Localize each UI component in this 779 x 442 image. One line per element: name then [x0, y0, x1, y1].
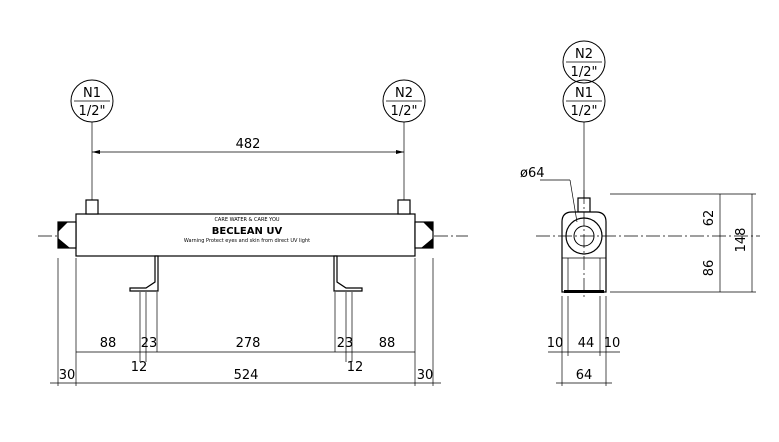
left-bracket: [129, 255, 159, 292]
dim-right-bracket: 23: [337, 336, 354, 351]
side-balloon-n2: N2 1/2": [562, 40, 606, 84]
dim-middle: 278: [236, 336, 261, 351]
side-balloon-n1-size: 1/2": [571, 104, 598, 119]
dim-right-cap: 30: [417, 368, 434, 383]
dim-left-bracket: 23: [141, 336, 158, 351]
side-balloon-n2-size: 1/2": [571, 65, 598, 80]
dim-height: 148: [734, 228, 749, 253]
balloon-n2-name: N2: [395, 86, 413, 101]
side-view: N2 1/2" N1 1/2" ø64 62 86 148: [520, 40, 760, 386]
nozzle-n1: [85, 199, 99, 215]
dim-upper: 62: [702, 210, 717, 227]
right-bracket: [333, 255, 363, 292]
balloon-n1-size: 1/2": [79, 104, 106, 119]
dim-left-cap: 30: [59, 368, 76, 383]
left-cap-hatch: [58, 222, 70, 248]
dim-nozzle-spacing: 482: [236, 137, 261, 152]
balloon-n2-size: 1/2": [391, 104, 418, 119]
dim-left-end: 88: [100, 336, 117, 351]
nozzle-n2: [397, 199, 411, 215]
dim-lower: 86: [702, 260, 717, 277]
dim-right-end: 88: [379, 336, 396, 351]
label-warning: Warning Protect eyes and skin from direc…: [184, 238, 310, 244]
balloon-n2: N2 1/2": [382, 79, 426, 123]
side-balloon-n1: N1 1/2": [562, 79, 606, 123]
dim-total: 524: [234, 368, 259, 383]
front-view: N1 1/2" N2 1/2" CARE WATER & CARE YOU BE…: [38, 79, 468, 386]
label-tagline: CARE WATER & CARE YOU: [214, 217, 279, 223]
side-balloon-n1-name: N1: [575, 86, 593, 101]
balloon-n1: N1 1/2": [70, 79, 114, 123]
dim-right-foot: 12: [347, 360, 364, 375]
dim-side-center: 44: [578, 336, 595, 351]
right-cap-hatch: [421, 222, 433, 248]
balloon-n1-name: N1: [83, 86, 101, 101]
label-brand: BECLEAN UV: [212, 226, 283, 237]
dim-side-right: 10: [604, 336, 621, 351]
dim-left-foot: 12: [131, 360, 148, 375]
dim-side-left: 10: [547, 336, 564, 351]
dim-side-width: 64: [576, 368, 593, 383]
side-balloon-n2-name: N2: [575, 47, 593, 62]
dim-diameter: ø64: [520, 166, 545, 181]
